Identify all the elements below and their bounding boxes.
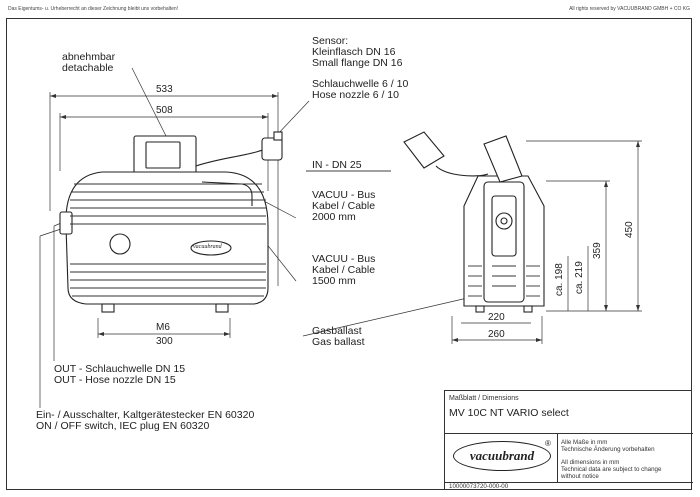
pump-side-view bbox=[403, 131, 545, 313]
drawing-number: 10000073720-000-00 bbox=[449, 483, 509, 490]
label-sensor-de: Kleinflasch DN 16 bbox=[312, 46, 396, 58]
technical-drawing bbox=[39, 67, 642, 408]
vacuubrand-logo: vacuubrand bbox=[453, 441, 551, 471]
model-name: MV 10C NT VARIO select bbox=[449, 407, 569, 419]
dim-450: 450 bbox=[624, 221, 635, 238]
title-divider-vertical bbox=[557, 434, 558, 482]
note-de-1: Alle Maße in mm bbox=[561, 439, 608, 446]
dim-ca198: ca. 198 bbox=[554, 263, 565, 296]
label-ballast-en: Gas ballast bbox=[312, 336, 365, 348]
title-block: Maßblatt / Dimensions MV 10C NT VARIO se… bbox=[444, 390, 693, 490]
label-hose-en: Hose nozzle 6 / 10 bbox=[312, 89, 399, 101]
sheet-type: Maßblatt / Dimensions bbox=[449, 395, 519, 402]
label-out-de: OUT - Schlauchwelle DN 15 bbox=[54, 363, 186, 375]
note-de-2: Technische Änderung vorbehalten bbox=[561, 446, 655, 453]
pump-front-view bbox=[59, 131, 283, 313]
pump-badge: vacuubrand bbox=[193, 244, 222, 250]
label-switch-en: ON / OFF switch, IEC plug EN 60320 bbox=[36, 420, 210, 432]
label-out-en: OUT - Hose nozzle DN 15 bbox=[54, 374, 176, 386]
dim-260: 260 bbox=[488, 329, 505, 340]
label-bus2-c: 1500 mm bbox=[312, 275, 356, 287]
note-en-1: All dimensions in mm bbox=[561, 459, 620, 466]
note-en-3: without notice bbox=[561, 473, 599, 480]
title-divider-top bbox=[445, 433, 693, 434]
dim-ca219: ca. 219 bbox=[574, 261, 585, 294]
label-sensor-en: Small flange DN 16 bbox=[312, 57, 403, 69]
label-detachable-de: abnehmbar bbox=[62, 51, 116, 63]
drawing-sheet: Das Eigentums- u. Urheberrecht an dieser… bbox=[6, 6, 694, 491]
label-bus2-a: VACUU - Bus bbox=[312, 253, 376, 265]
label-detachable-en: detachable bbox=[62, 62, 114, 74]
label-bus1-c: 2000 mm bbox=[312, 211, 356, 223]
registered-mark: ® bbox=[545, 439, 551, 448]
title-divider-bottom bbox=[445, 482, 693, 483]
dim-359: 359 bbox=[592, 242, 603, 259]
rights-note: All rights reserved by VACUUBRAND GMBH +… bbox=[569, 6, 690, 12]
copyright-note: Das Eigentums- u. Urheberrecht an dieser… bbox=[8, 6, 179, 12]
label-hose-de: Schlauchwelle 6 / 10 bbox=[312, 78, 409, 90]
label-sensor: Sensor: bbox=[312, 35, 349, 47]
label-ballast-de: Gasballast bbox=[312, 325, 362, 337]
dim-m6: M6 bbox=[156, 322, 170, 333]
dim-220: 220 bbox=[488, 312, 505, 323]
dim-533: 533 bbox=[156, 84, 173, 95]
drawing-frame bbox=[6, 18, 692, 490]
label-bus1-b: Kabel / Cable bbox=[312, 200, 376, 212]
label-switch-de: Ein- / Ausschalter, Kaltgerätestecker EN… bbox=[36, 409, 255, 421]
label-in: IN - DN 25 bbox=[312, 159, 362, 171]
dim-508: 508 bbox=[156, 105, 173, 116]
label-bus2-b: Kabel / Cable bbox=[312, 264, 376, 276]
dim-300: 300 bbox=[156, 336, 173, 347]
label-bus1-a: VACUU - Bus bbox=[312, 189, 376, 201]
pump-ribs bbox=[70, 183, 266, 297]
note-en-2: Technical data are subject to change bbox=[561, 466, 662, 473]
